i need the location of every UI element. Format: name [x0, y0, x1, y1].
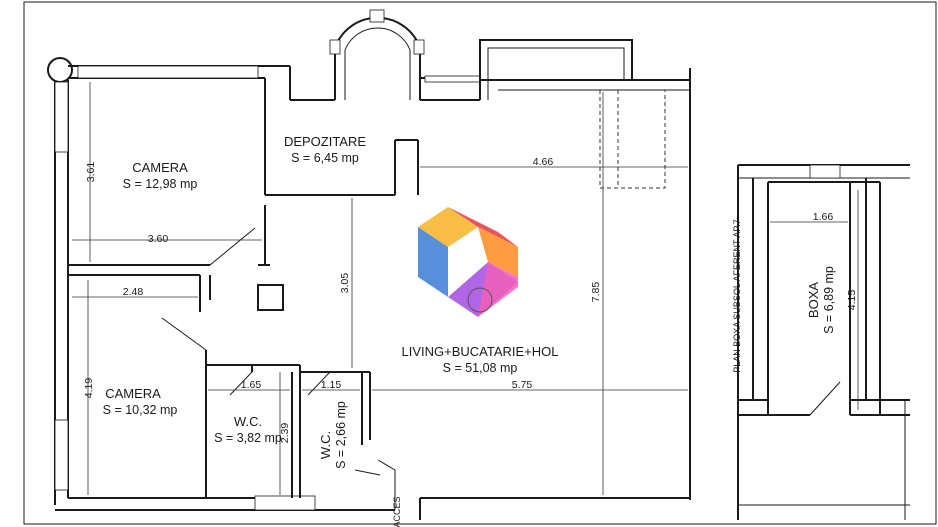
interior-walls [68, 78, 419, 510]
room-name-wc-2: W.C. [318, 431, 333, 459]
room-name-living: LIVING+BUCATARIE+HOL [401, 344, 558, 359]
dim-7-85: 7.85 [590, 282, 602, 303]
dim-2-39: 2.39 [279, 423, 291, 444]
corner-column [47, 57, 73, 83]
bay-window [334, 16, 421, 100]
room-area-depozitare: S = 6,45 mp [291, 151, 359, 165]
kitchen-zone [599, 90, 666, 189]
room-area-camera-2: S = 10,32 mp [103, 403, 178, 417]
window [77, 65, 259, 79]
dim-3-05: 3.05 [339, 273, 351, 294]
dimension-lines [72, 82, 688, 495]
room-area-boxa: S = 6,89 mp [822, 266, 836, 334]
balcony [479, 39, 633, 100]
apartment-walls [47, 9, 691, 520]
plan-boxa-label: PLAN BOXA SUBSOL AFERENT AP.7 [732, 219, 742, 372]
room-name-depozitare: DEPOZITARE [284, 134, 366, 149]
logo-icon [418, 207, 518, 317]
room-area-camera-1: S = 12,98 mp [123, 177, 198, 191]
room-name-wc-1: W.C. [234, 414, 262, 429]
room-area-wc-2: S = 2,66 mp [334, 401, 348, 469]
dim-5-75: 5.75 [512, 379, 533, 391]
dim-4-19: 4.19 [83, 378, 95, 399]
room-name-camera-1: CAMERA [132, 160, 188, 175]
room-name-camera-2: CAMERA [105, 386, 161, 401]
dim-3-61: 3.61 [85, 162, 97, 183]
dim-4-66: 4.66 [533, 156, 554, 168]
dim-4-15: 4.15 [846, 290, 858, 311]
dim-1-65: 1.65 [241, 379, 262, 391]
dim-1-15: 1.15 [321, 379, 342, 391]
boxa-plan [737, 164, 910, 520]
dim-2-48: 2.48 [123, 286, 144, 298]
dim-3-60: 3.60 [148, 233, 169, 245]
window [254, 495, 316, 511]
room-area-wc-1: S = 3,82 mp [214, 431, 282, 445]
room-area-living: S = 51,08 mp [443, 361, 518, 375]
room-name-boxa: BOXA [806, 282, 821, 318]
acces-label: ACCES [392, 496, 402, 527]
dim-1-66: 1.66 [813, 211, 834, 223]
drawing-frame [23, 1, 937, 525]
